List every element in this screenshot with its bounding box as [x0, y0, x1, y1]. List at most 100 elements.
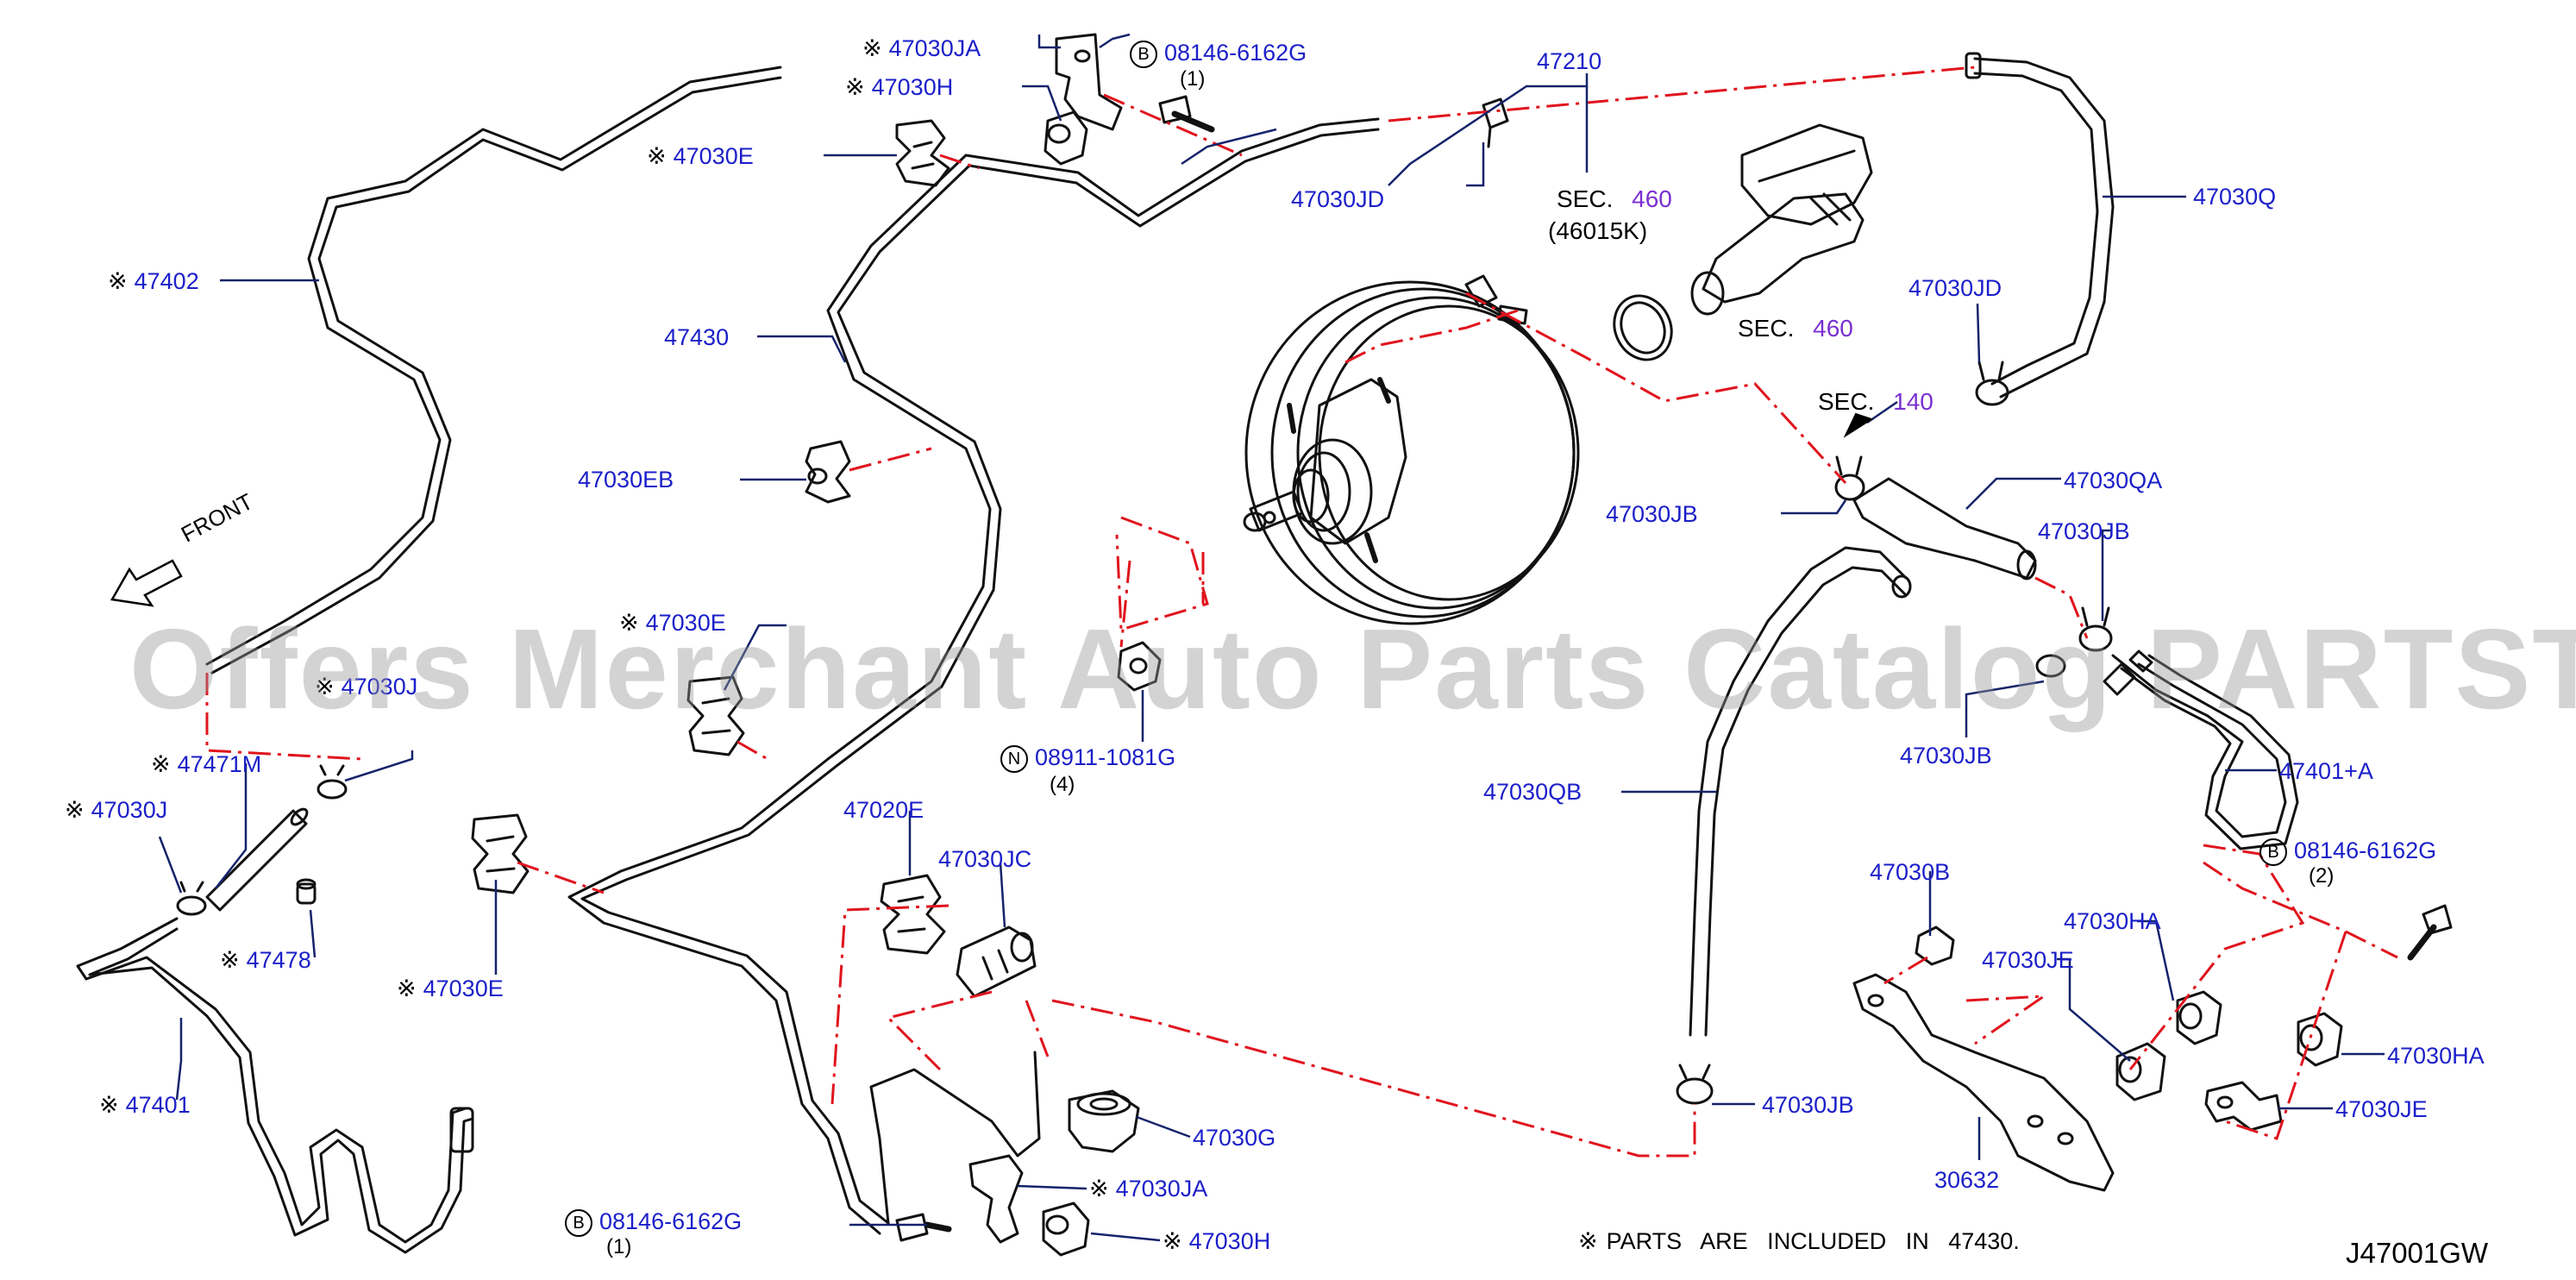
grommet-47030H-top [1044, 110, 1088, 166]
part-label-47030JA_t[interactable]: ※47030JA [862, 35, 981, 62]
sec-subpart: (46015K) [1548, 217, 1647, 245]
part-number: 47030H [1188, 1228, 1271, 1254]
part-number: 08146-6162G [1164, 40, 1307, 66]
part-number: 47030B [1870, 859, 1951, 885]
part-number: 47030J [91, 797, 168, 823]
part-label-47020E[interactable]: 47020E [843, 796, 924, 824]
part-label-47030JB_4[interactable]: 47030JB [1762, 1091, 1854, 1119]
part-label-47030JB_1[interactable]: 47030JB [1606, 500, 1698, 528]
nut-08911-1081G [1117, 641, 1162, 692]
part-label-47030Q[interactable]: 47030Q [2193, 183, 2276, 210]
part-label-47401A[interactable]: 47401+A [2279, 757, 2373, 785]
part-label-47478[interactable]: ※47478 [220, 946, 311, 974]
part-label-47030E_b[interactable]: ※47030E [397, 975, 504, 1002]
part-label-47030EB[interactable]: 47030EB [578, 466, 674, 493]
fastener-symbol: B [2259, 838, 2287, 866]
oring-46015K [1613, 294, 1673, 361]
part-label-47030J_l[interactable]: ※47030J [65, 796, 167, 824]
bushing-47030HA-right [2297, 1012, 2343, 1067]
part-label-47030H_b[interactable]: ※47030H [1163, 1227, 1270, 1255]
sec-number[interactable]: 460 [1632, 185, 1672, 212]
fastener-symbol: B [565, 1208, 592, 1237]
included-mark: ※ [108, 268, 128, 294]
part-label-47401[interactable]: ※47401 [99, 1091, 191, 1119]
included-mark: ※ [1163, 1228, 1182, 1254]
part-number: 47471M [177, 751, 262, 777]
part-label-47030H_t[interactable]: ※47030H [845, 73, 953, 101]
part-label-47430[interactable]: 47430 [664, 323, 729, 351]
part-number: 47030EB [578, 467, 674, 493]
bolt-top [1158, 95, 1215, 133]
footnote-mark: ※ [1578, 1228, 1598, 1254]
sec-sub-text: (46015K) [1548, 217, 1648, 244]
watermark: Offers Merchant Auto Parts Catalog PARTS… [129, 605, 2576, 732]
clip-47030EB [805, 440, 851, 504]
sec-number[interactable]: 460 [1813, 315, 1853, 342]
clip-47030E-lower [471, 813, 530, 894]
part-number: 47402 [134, 268, 199, 294]
part-label-47030J_u[interactable]: ※47030J [315, 673, 417, 700]
part-label-47030JC[interactable]: 47030JC [938, 845, 1031, 873]
part-label-30632[interactable]: 30632 [1934, 1166, 1999, 1194]
part-number: 47030E [673, 143, 754, 169]
part-label-47471M[interactable]: ※47471M [151, 750, 261, 778]
sec-text: SEC. [1818, 388, 1875, 415]
master-cylinder [1690, 123, 1873, 316]
hose-47030QB [1689, 546, 1912, 1037]
part-number: 47030E [645, 610, 726, 636]
part-label-47030JB_2[interactable]: 47030JB [2038, 518, 2130, 545]
part-label-47030JD_t[interactable]: 47030JD [1291, 185, 1384, 213]
part-label-47030E_t[interactable]: ※47030E [647, 142, 754, 170]
part-label-47030B[interactable]: 47030B [1870, 858, 1950, 886]
part-number: 47030JD [1908, 275, 2003, 301]
part-label-47030JB_3[interactable]: 47030JB [1900, 742, 1992, 769]
included-mark: ※ [397, 976, 417, 1001]
sec-text: SEC. [1557, 185, 1614, 212]
part-label-47030HA_r[interactable]: 47030HA [2387, 1042, 2485, 1070]
included-mark: ※ [151, 751, 171, 777]
part-label-47402[interactable]: ※47402 [108, 267, 199, 295]
part-label-47030QB[interactable]: 47030QB [1483, 778, 1582, 806]
sec-text: SEC. [1738, 315, 1795, 342]
part-label-47030HA_u[interactable]: 47030HA [2064, 907, 2161, 935]
part-label-47030JD_r[interactable]: 47030JD [1908, 274, 2002, 302]
included-mark: ※ [619, 610, 639, 636]
part-number: 47401 [125, 1092, 191, 1118]
footnote-text: PARTS ARE INCLUDED IN 47430. [1606, 1228, 2020, 1254]
clip-47020E [880, 874, 946, 955]
part-label-47030G[interactable]: 47030G [1193, 1124, 1275, 1151]
grommet-47030G [1068, 1089, 1140, 1153]
part-number: 47030Q [2193, 184, 2277, 210]
brake-booster-47210 [1243, 274, 1580, 625]
part-label-47030JA_b[interactable]: ※47030JA [1089, 1175, 1207, 1202]
nut-47030B [1915, 925, 1955, 966]
part-label-47030E_m[interactable]: ※47030E [619, 609, 726, 637]
footnote: ※ PARTS ARE INCLUDED IN 47430. [1578, 1228, 2020, 1255]
part-label-47030QA[interactable]: 47030QA [2064, 467, 2162, 494]
part-number: 47030E [423, 976, 504, 1001]
part-number: 47030H [871, 74, 954, 100]
sec-number[interactable]: 140 [1893, 388, 1934, 415]
part-label-47030JE_u[interactable]: 47030JE [1982, 946, 2074, 974]
bolt-right [2407, 904, 2453, 961]
included-mark: ※ [862, 35, 882, 61]
bolt-bottom [895, 1213, 952, 1242]
sec-460-label-b: SEC. 460 [1738, 315, 1853, 342]
part-47478 [296, 878, 317, 905]
included-mark: ※ [647, 143, 667, 169]
part-label-47210[interactable]: 47210 [1537, 47, 1601, 75]
clamp-47030JB-2 [2078, 606, 2113, 652]
bracket-30632 [1852, 973, 2115, 1192]
included-mark: ※ [315, 674, 335, 700]
part-number: 47210 [1537, 48, 1602, 74]
clamp-47030JD-right [1975, 361, 2009, 406]
part-number: 47030JE [1982, 947, 2074, 973]
part-number: 47401+A [2279, 758, 2373, 784]
leader-lines [158, 33, 2385, 1242]
part-number: 47030JA [1115, 1176, 1208, 1202]
part-label-47030JE_r[interactable]: 47030JE [2335, 1095, 2428, 1123]
